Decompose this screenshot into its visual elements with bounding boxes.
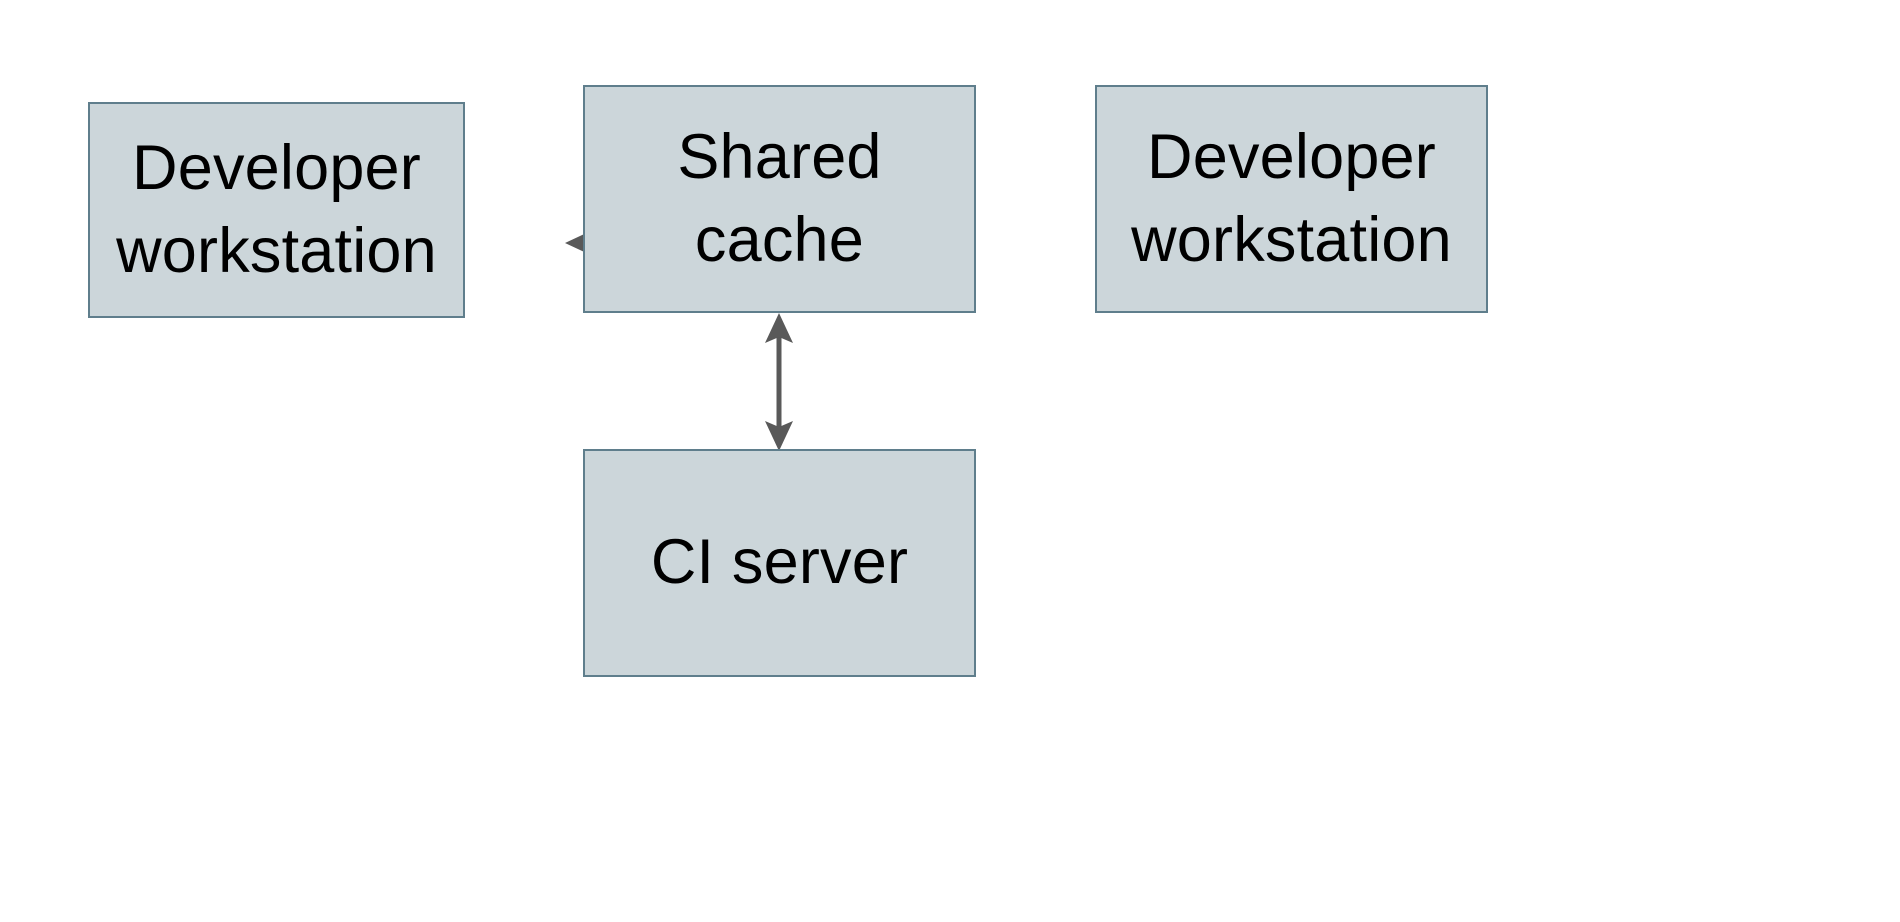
node-label: Developer workstation <box>1131 121 1452 275</box>
node-ci-server[interactable]: CI server <box>583 449 976 677</box>
node-label: Developer workstation <box>116 132 437 286</box>
node-developer-workstation-right[interactable]: Developer workstation <box>1095 85 1488 313</box>
node-label: CI server <box>650 527 909 598</box>
node-developer-workstation-left[interactable]: Developer workstation <box>88 102 465 318</box>
double-arrow-vertical-icon <box>765 313 793 451</box>
node-label: Shared cache <box>677 121 882 275</box>
node-shared-cache[interactable]: Shared cache <box>583 85 976 313</box>
edge-shared-cache-to-ci-server[interactable] <box>758 313 800 451</box>
